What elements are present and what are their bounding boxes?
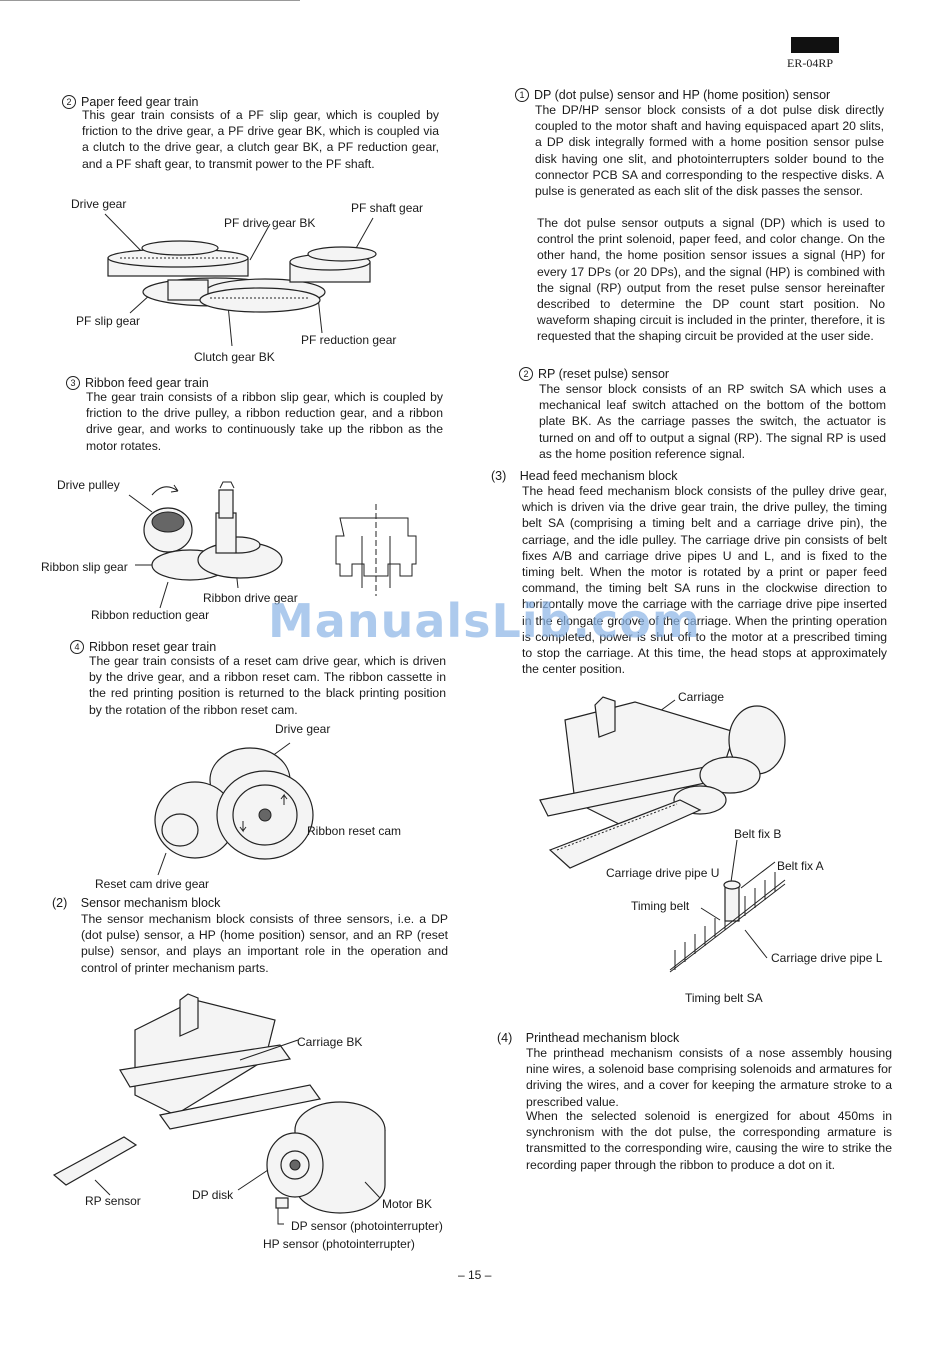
- pf-title: Paper feed gear train: [81, 95, 199, 109]
- ribbon-reset-title: Ribbon reset gear train: [89, 640, 217, 654]
- label-reset-cam-drive-gear: Reset cam drive gear: [95, 877, 210, 891]
- label-carriage-bk: Carriage BK: [297, 1035, 363, 1049]
- ribbon-feed-title: Ribbon feed gear train: [85, 376, 209, 390]
- circled-number: 4: [70, 640, 84, 654]
- label-drive-pulley: Drive pulley: [57, 478, 120, 492]
- label-clutch-gear-bk: Clutch gear BK: [194, 350, 275, 364]
- label-pf-slip-gear: PF slip gear: [76, 314, 141, 328]
- head-feed-diagram: [539, 696, 786, 973]
- model-code: ER-04RP: [787, 56, 834, 70]
- label-carriage-drive-pipe-l: Carriage drive pipe L: [771, 951, 883, 965]
- circled-number: 1: [515, 88, 529, 102]
- rp-title: RP (reset pulse) sensor: [538, 367, 670, 381]
- rp-heading: 2 RP (reset pulse) sensor: [519, 367, 669, 382]
- section-number: (4): [497, 1031, 513, 1045]
- header-black-tab: [791, 37, 839, 53]
- section-number: (2): [52, 896, 68, 910]
- printhead-heading: (4) Printhead mechanism block: [497, 1031, 679, 1046]
- circled-number: 2: [519, 367, 533, 381]
- ribbon-feed-heading: 3 Ribbon feed gear train: [66, 376, 209, 391]
- label-rp-sensor: RP sensor: [85, 1194, 141, 1208]
- circled-number: 2: [62, 95, 76, 109]
- label-carriage-drive-pipe-u: Carriage drive pipe U: [606, 866, 720, 880]
- watermark: ManualsLib.com: [268, 594, 701, 648]
- ribbon-feed-text: The gear train consists of a ribbon slip…: [86, 390, 443, 453]
- label-dp-disk: DP disk: [192, 1188, 234, 1202]
- label-ribbon-reset-cam: Ribbon reset cam: [307, 824, 402, 838]
- label-drive-gear: Drive gear: [71, 197, 127, 211]
- rp-text: The sensor block consists of an RP switc…: [539, 382, 886, 461]
- label-carriage: Carriage: [678, 690, 725, 704]
- label-ribbon-reduction-gear: Ribbon reduction gear: [91, 608, 210, 622]
- ribbon-reset-heading: 4 Ribbon reset gear train: [70, 640, 216, 655]
- section-number: (3): [491, 469, 507, 483]
- page-number: – 15 –: [458, 1268, 492, 1282]
- sensor-heading: (2) Sensor mechanism block: [52, 896, 220, 911]
- head-feed-title: Head feed mechanism block: [519, 469, 678, 483]
- printhead-text-2: When the selected solenoid is energized …: [526, 1109, 892, 1172]
- label-belt-fix-b: Belt fix B: [734, 827, 782, 841]
- head-feed-text: The head feed mechanism block consists o…: [522, 484, 887, 677]
- label-dp-sensor: DP sensor (photointerrupter): [291, 1219, 443, 1233]
- sensor-title: Sensor mechanism block: [80, 896, 221, 910]
- label-pf-drive-gear-bk: PF drive gear BK: [224, 216, 316, 230]
- label-motor-bk: Motor BK: [382, 1197, 433, 1211]
- sensor-text: The sensor mechanism block consists of t…: [81, 912, 448, 975]
- head-feed-heading: (3) Head feed mechanism block: [491, 469, 678, 484]
- ribbon-reset-text: The gear train consists of a reset cam d…: [89, 654, 446, 717]
- dp-hp-heading: 1 DP (dot pulse) sensor and HP (home posi…: [515, 88, 830, 103]
- top-rule: [0, 0, 300, 1]
- ribbon-feed-diagram: [128, 481, 417, 609]
- label-pf-shaft-gear: PF shaft gear: [351, 201, 424, 215]
- label-hp-sensor: HP sensor (photointerrupter): [263, 1237, 415, 1251]
- printhead-title: Printhead mechanism block: [525, 1031, 680, 1045]
- sensor-block-diagram: [52, 993, 386, 1225]
- ribbon-reset-diagram: [154, 742, 314, 876]
- label-ribbon-drive-gear: Ribbon drive gear: [203, 591, 298, 605]
- pf-gear-diagram: [104, 213, 377, 347]
- pf-text: This gear train consists of a PF slip ge…: [82, 108, 439, 171]
- label-belt-fix-a: Belt fix A: [777, 859, 824, 873]
- printhead-text-1: The printhead mechanism consists of a no…: [526, 1046, 892, 1109]
- dp-hp-text-2: The dot pulse sensor outputs a signal (D…: [537, 216, 885, 344]
- label-pf-reduction-gear: PF reduction gear: [301, 333, 397, 347]
- label-ribbon-slip-gear: Ribbon slip gear: [41, 560, 128, 574]
- label-timing-belt-sa: Timing belt SA: [685, 991, 763, 1005]
- dp-hp-title: DP (dot pulse) sensor and HP (home posit…: [534, 88, 831, 102]
- label-timing-belt: Timing belt: [631, 899, 690, 913]
- label-drive-gear-reset: Drive gear: [275, 722, 331, 736]
- circled-number: 3: [66, 376, 80, 390]
- dp-hp-text-1: The DP/HP sensor block consists of a dot…: [535, 103, 884, 199]
- pf-heading: 2 Paper feed gear train: [62, 95, 198, 110]
